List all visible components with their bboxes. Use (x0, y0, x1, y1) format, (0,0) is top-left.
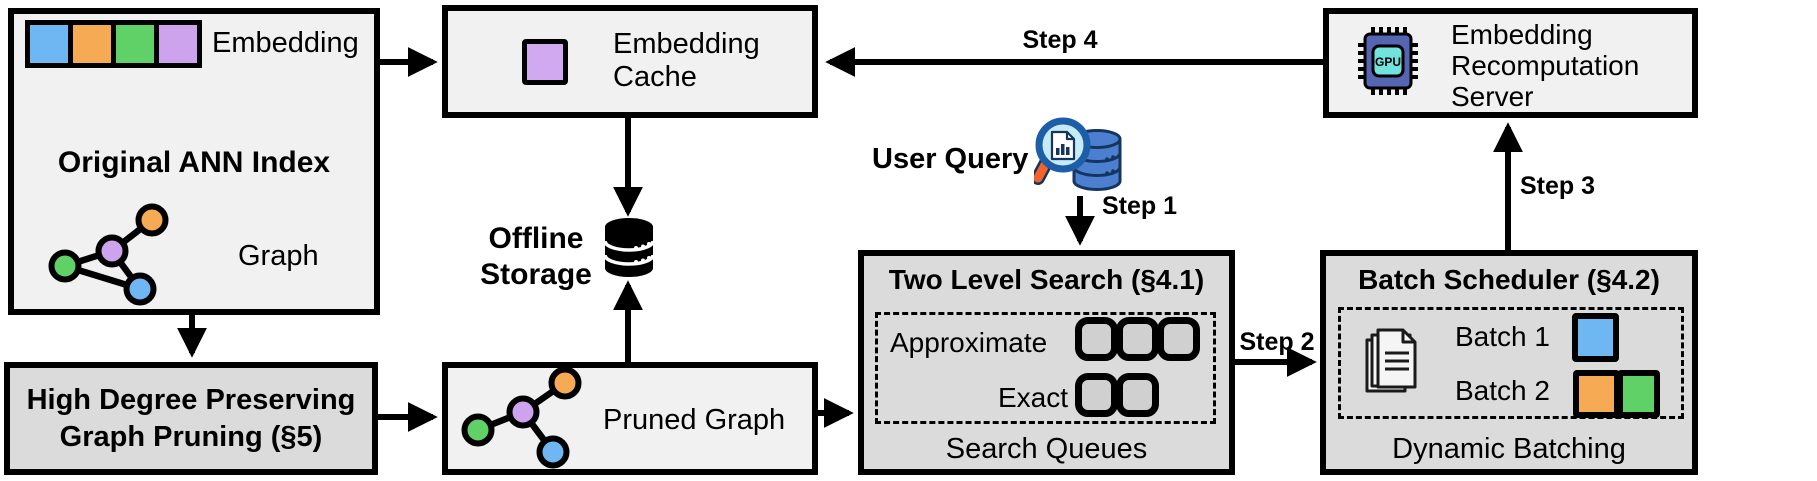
embedding-cache-label-line1: Embedding (613, 28, 760, 60)
graph-label: Graph (238, 240, 319, 272)
step2-label: Step 2 (1239, 328, 1315, 356)
pruned-graph-label: Pruned Graph (603, 404, 786, 436)
embedding-cell-orange (73, 25, 111, 63)
gpu-chip-icon: GPU (1358, 27, 1418, 95)
user-query-magnifier-database-icon (1034, 117, 1122, 191)
graph-node-orange (135, 203, 169, 237)
original-ann-index-title: Original ANN Index (57, 146, 331, 179)
search-queues-panel: Approximate Exact (875, 312, 1216, 424)
exact-label: Exact (997, 382, 1068, 413)
step1-label: Step 1 (1102, 192, 1178, 220)
graph-node-blue (536, 435, 570, 469)
embedding-cache-label-line2: Cache (613, 61, 697, 93)
search-queues-footer: Search Queues (945, 433, 1148, 465)
offline-storage-label-line2: Storage (480, 258, 592, 291)
batch-scheduler-title: Batch Scheduler (§4.2) (1358, 264, 1660, 295)
embedding-cache-square-icon (522, 39, 568, 85)
batch2-square-green (1617, 370, 1660, 418)
two-level-search-box: Two Level Search (§4.1) Approximate Exac… (858, 250, 1235, 475)
offline-storage-database-icon (603, 218, 655, 277)
graph-node-purple (506, 395, 540, 429)
user-query-label: User Query (872, 143, 1029, 175)
documents-icon (1365, 328, 1417, 393)
original-ann-index-box: Embedding Original ANN Index Graph (8, 8, 380, 315)
exact-queues (1075, 373, 1159, 417)
pruned-graph-icon (461, 366, 582, 469)
embedding-vector-icon (25, 20, 202, 68)
dynamic-batching-footer: Dynamic Batching (1392, 433, 1626, 465)
dynamic-batching-panel: Batch 1 Batch 2 (1338, 307, 1684, 419)
graph-node-blue (123, 272, 157, 306)
graph-node-green (461, 413, 495, 447)
embedding-cell-blue (30, 25, 68, 63)
embedding-cell-green (116, 25, 154, 63)
step3-label: Step 3 (1520, 172, 1596, 200)
offline-storage-label-line1: Offline (488, 222, 584, 255)
embedding-cache-box: Embedding Cache (442, 5, 818, 118)
recompute-server-label-line2: Recomputation (1451, 50, 1640, 81)
approximate-label: Approximate (890, 327, 1048, 358)
batch1-square-blue (1572, 313, 1619, 362)
batch2-label: Batch 2 (1455, 375, 1550, 406)
embedding-label: Embedding (212, 27, 359, 59)
two-level-search-title: Two Level Search (§4.1) (888, 264, 1205, 295)
graph-pruning-title-line2: Graph Pruning (§5) (59, 420, 323, 453)
pruned-graph-box: Pruned Graph (442, 362, 818, 475)
queue-slot-icon (1116, 373, 1159, 417)
queue-slot-icon (1157, 317, 1200, 361)
recompute-server-label-line1: Embedding (1451, 19, 1593, 50)
queue-slot-icon (1116, 317, 1159, 361)
queue-slot-icon (1075, 317, 1118, 361)
approximate-queues (1075, 317, 1200, 361)
recomputation-server-box: GPU Embedding Recomputation Server (1323, 8, 1698, 118)
graph-pruning-title-line1: High Degree Preserving (26, 383, 356, 416)
recompute-server-label-line3: Server (1451, 81, 1534, 112)
gpu-label: GPU (1375, 55, 1401, 69)
graph-node-green (48, 249, 82, 283)
step4-label: Step 4 (1022, 26, 1098, 54)
embedding-cell-purple (159, 25, 197, 63)
graph-icon (48, 203, 169, 306)
graph-node-purple (95, 234, 129, 268)
graph-node-orange (548, 366, 582, 400)
batch1-label: Batch 1 (1455, 321, 1550, 352)
graph-pruning-box: High Degree Preserving Graph Pruning (§5… (4, 362, 378, 475)
batch2-square-orange (1573, 370, 1620, 418)
batch-scheduler-box: Batch Scheduler (§4.2) Batch 1 Batch 2 (1320, 250, 1698, 475)
queue-slot-icon (1075, 373, 1118, 417)
